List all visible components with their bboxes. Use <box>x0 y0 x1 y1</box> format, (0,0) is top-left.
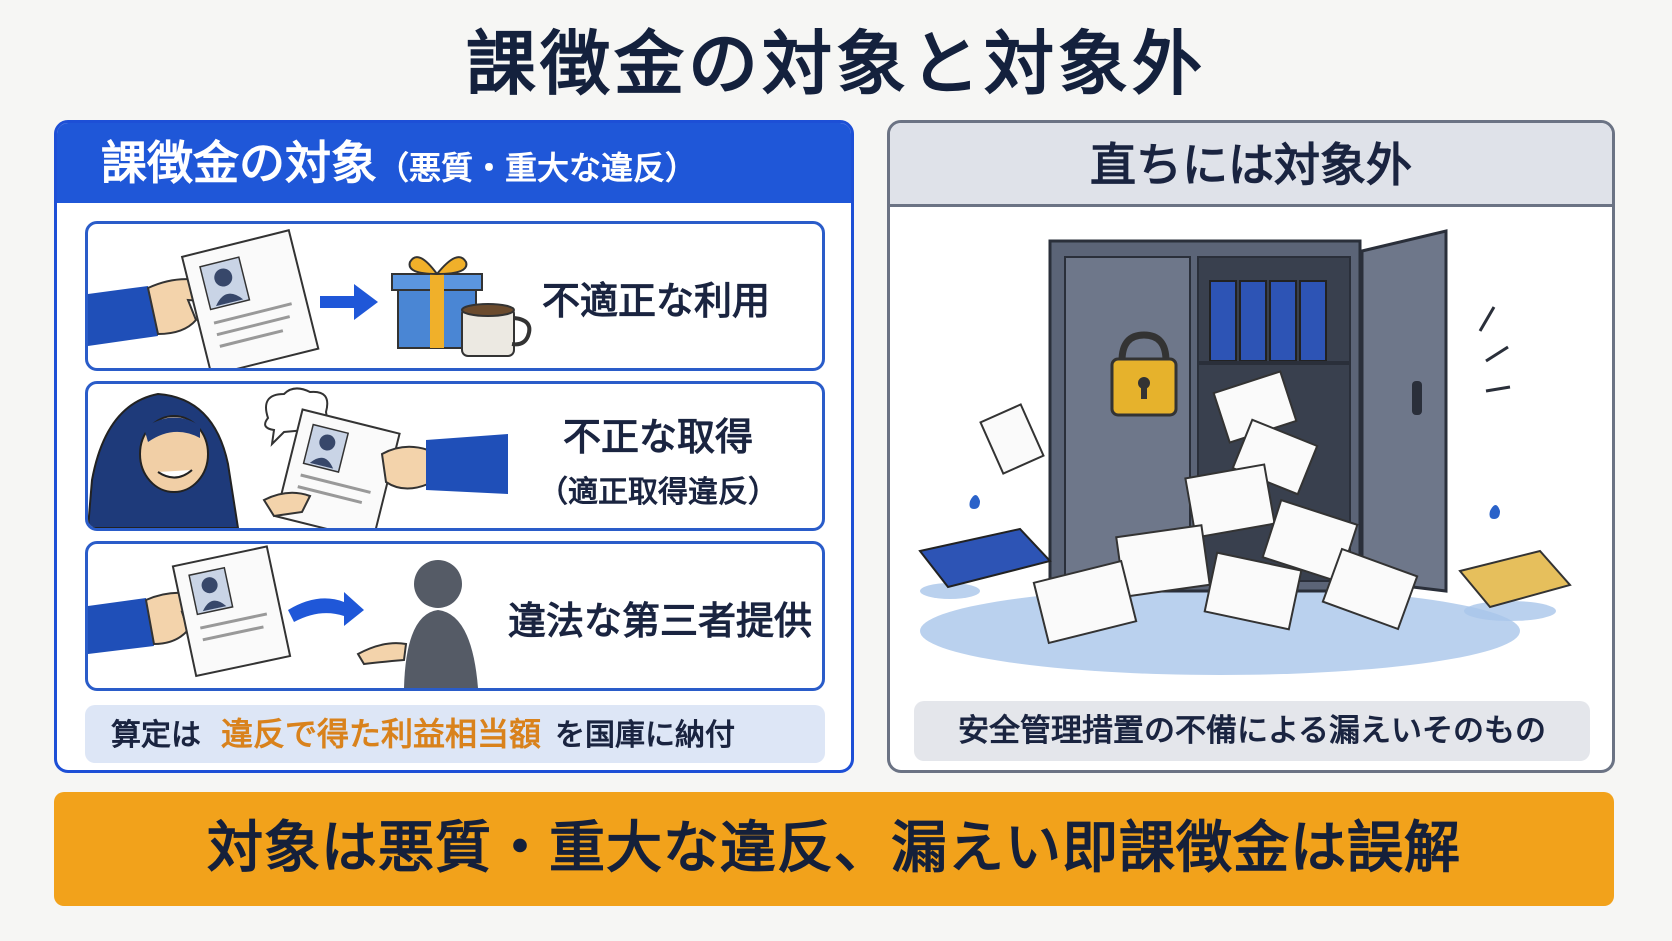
improper-acquisition-subtitle: （適正取得違反） <box>538 475 778 510</box>
penalty-target-title: 課徴金の対象 <box>101 136 377 190</box>
resume-document-icon <box>274 408 401 528</box>
calculation-prefix: 算定は <box>111 718 201 753</box>
illegal-third-party-label: 違法な第三者提供 <box>508 599 813 643</box>
scattered-papers-icon <box>979 370 1419 645</box>
calculation-highlight: 違反で得た利益相当額 <box>221 715 542 753</box>
card-improper-use: 不適正な利用 <box>85 221 825 371</box>
arrow-icon <box>320 284 378 320</box>
page-title: 課徴金の対象と対象外 <box>466 23 1206 105</box>
not-target-panel: 直ちには対象外 <box>887 120 1615 773</box>
leaking-safe-illustration <box>918 229 1572 675</box>
sleeve-icon <box>426 434 508 494</box>
hand-icon <box>262 491 312 518</box>
improper-use-illustration <box>88 229 532 368</box>
not-target-header: 直ちには対象外 <box>890 123 1612 207</box>
card-improper-acquisition: 不正な取得 （適正取得違反） <box>85 381 825 531</box>
card-illegal-third-party: 違法な第三者提供 <box>85 541 825 691</box>
improper-acquisition-title: 不正な取得 <box>562 415 753 459</box>
padlock-icon <box>1110 331 1178 417</box>
third-party-provision-illustration <box>88 545 478 688</box>
speech-bubble-icon <box>264 387 329 447</box>
calculation-note: 算定は違反で得た利益相当額を国庫に納付 <box>85 705 825 763</box>
silhouette-person-icon <box>356 560 478 688</box>
improper-use-label: 不適正な利用 <box>541 279 770 323</box>
open-door-icon <box>1360 229 1448 593</box>
resume-document-icon <box>171 545 292 678</box>
curved-arrow-icon <box>288 592 364 626</box>
improper-acquisition-label: 不正な取得 （適正取得違反） <box>508 406 808 511</box>
coffee-cup-icon <box>461 303 532 357</box>
calculation-suffix: を国庫に納付 <box>555 718 736 753</box>
penalty-target-header: 課徴金の対象（悪質・重大な違反） <box>57 123 851 203</box>
sleeve-icon <box>88 598 154 654</box>
improper-acquisition-illustration <box>88 387 508 528</box>
hooded-person-icon <box>88 392 240 528</box>
water-drop-icon <box>969 495 980 509</box>
penalty-target-subtitle: （悪質・重大な違反） <box>377 149 698 187</box>
not-target-caption: 安全管理措置の不備による漏えいそのもの <box>914 701 1590 761</box>
sleeve-icon <box>88 286 158 346</box>
binder-icon <box>918 527 1052 589</box>
hand-icon <box>380 445 429 490</box>
folder-icon <box>1458 549 1572 609</box>
conclusion-banner: 対象は悪質・重大な違反、漏えい即課徴金は誤解 <box>54 792 1614 906</box>
penalty-target-panel: 課徴金の対象（悪質・重大な違反） <box>54 120 854 773</box>
resume-document-icon <box>180 229 320 368</box>
